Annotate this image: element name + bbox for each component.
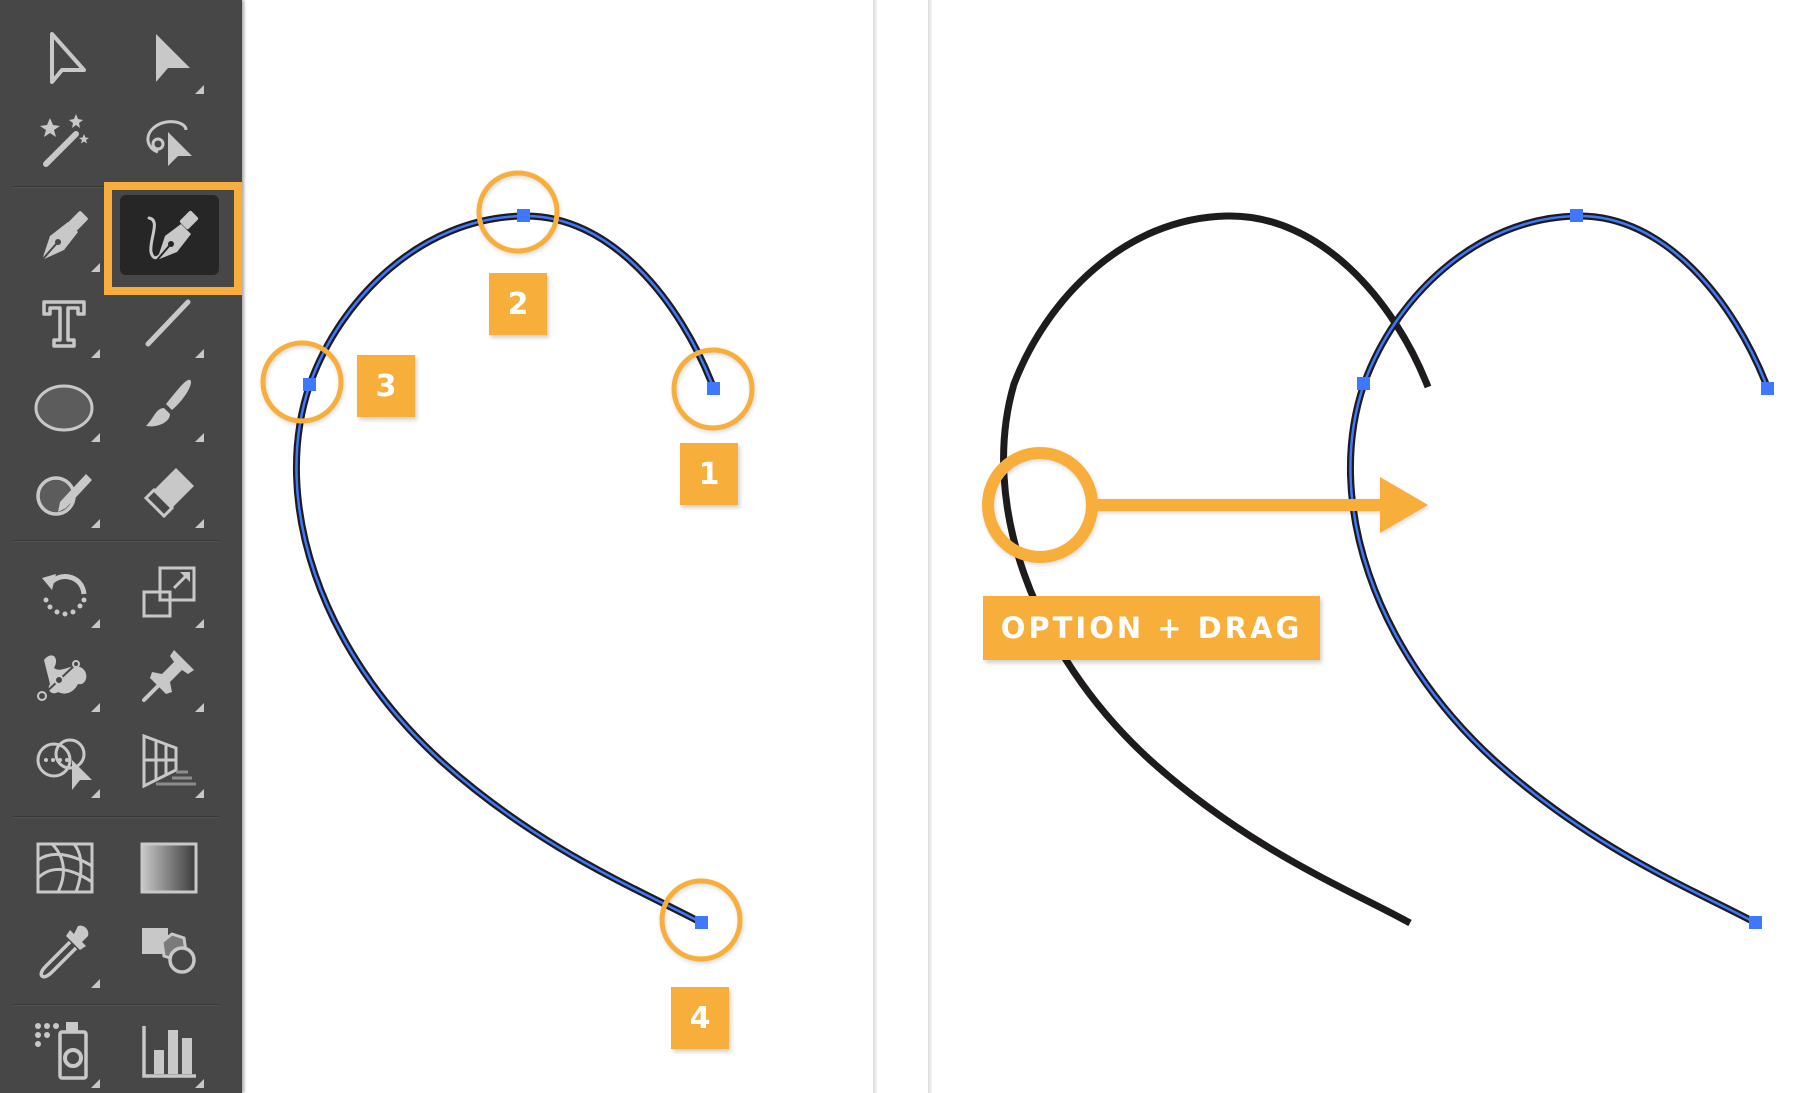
toolbar-divider (12, 1004, 220, 1005)
puppet-warp-tool[interactable] (24, 636, 104, 716)
panel-divider (873, 0, 877, 1093)
left-step-circles (260, 170, 755, 962)
perspective-grid-tool[interactable] (128, 722, 208, 802)
type-tool[interactable] (24, 282, 104, 362)
blend-icon (142, 928, 196, 974)
blend-tool[interactable] (128, 912, 208, 992)
eyedropper-tool[interactable] (24, 912, 104, 992)
flyout-indicator-icon (195, 433, 204, 442)
flyout-indicator-icon (91, 519, 100, 528)
panel-divider (928, 0, 932, 1093)
selection-arrow-icon (50, 32, 86, 84)
left-curve-path[interactable] (292, 212, 718, 927)
symbol-sprayer-icon (35, 1022, 88, 1080)
direct-selection-arrow-icon (156, 34, 190, 82)
pushpin-icon (142, 650, 194, 702)
toolbar-divider (12, 816, 220, 817)
eraser-icon (143, 468, 194, 519)
shape-builder-icon (36, 738, 92, 790)
flyout-indicator-icon (195, 789, 204, 798)
left-anchor-points[interactable] (303, 209, 720, 929)
pen-nib-icon (41, 211, 88, 261)
mesh-icon (36, 842, 94, 894)
flyout-indicator-icon (91, 1079, 100, 1088)
flyout-indicator-icon (195, 619, 204, 628)
toolbar-divider (12, 540, 220, 541)
column-graph-icon (142, 1026, 196, 1078)
pen-tool[interactable] (24, 196, 104, 276)
lasso-tool[interactable] (128, 100, 208, 180)
curvature-pen-icon (147, 210, 199, 261)
eraser-tool[interactable] (128, 452, 208, 532)
ellipse-tool[interactable] (24, 366, 104, 446)
selection-tool[interactable] (24, 18, 104, 98)
option-drag-label: OPTION + DRAG (983, 596, 1320, 660)
flyout-indicator-icon (195, 349, 204, 358)
step-badge-3: 3 (357, 355, 415, 417)
curvature-tool-highlight (104, 182, 242, 295)
step-badge-4: 4 (671, 987, 729, 1049)
magic-wand-icon (40, 114, 89, 167)
eyedropper-icon (39, 925, 89, 979)
tools-panel (0, 0, 242, 1093)
flyout-indicator-icon (91, 263, 100, 272)
shaper-tool[interactable] (24, 452, 104, 532)
line-segment-tool[interactable] (128, 282, 208, 362)
line-segment-icon (145, 299, 191, 347)
flyout-indicator-icon (91, 433, 100, 442)
step-badge-2: 2 (489, 273, 547, 335)
shape-builder-tool[interactable] (24, 722, 104, 802)
rotate-tool[interactable] (24, 552, 104, 632)
rotate-icon (42, 574, 87, 617)
ellipse-icon (34, 384, 94, 432)
flyout-indicator-icon (91, 619, 100, 628)
gradient-icon (140, 842, 198, 894)
duplicated-curve-path[interactable] (1346, 212, 1772, 927)
scale-tool[interactable] (128, 552, 208, 632)
column-graph-tool[interactable] (128, 1012, 208, 1092)
panel-gap (877, 0, 928, 1093)
curvature-tool[interactable] (129, 196, 209, 276)
paintbrush-icon (146, 379, 192, 427)
flyout-indicator-icon (195, 1079, 204, 1088)
step-badge-1: 1 (680, 443, 738, 505)
scale-icon (142, 566, 196, 618)
paintbrush-tool[interactable] (128, 366, 208, 446)
symbol-sprayer-tool[interactable] (24, 1012, 104, 1092)
gradient-tool[interactable] (128, 828, 208, 908)
flyout-indicator-icon (91, 349, 100, 358)
flyout-indicator-icon (91, 979, 100, 988)
flyout-indicator-icon (91, 703, 100, 712)
flyout-indicator-icon (91, 789, 100, 798)
direct-selection-tool[interactable] (128, 18, 208, 98)
flyout-indicator-icon (195, 703, 204, 712)
pin-tool[interactable] (128, 636, 208, 716)
magic-wand-tool[interactable] (24, 100, 104, 180)
flyout-indicator-icon (195, 519, 204, 528)
shaper-icon (36, 474, 92, 516)
drag-indicator (982, 447, 1428, 563)
perspective-grid-icon (142, 733, 196, 789)
mesh-tool[interactable] (24, 828, 104, 908)
puppet-warp-icon (37, 655, 87, 701)
original-curve-path[interactable] (1000, 212, 1432, 927)
lasso-icon (146, 120, 192, 166)
flyout-indicator-icon (195, 85, 204, 94)
type-t-icon (42, 300, 86, 348)
right-anchor-points[interactable] (1357, 209, 1774, 929)
